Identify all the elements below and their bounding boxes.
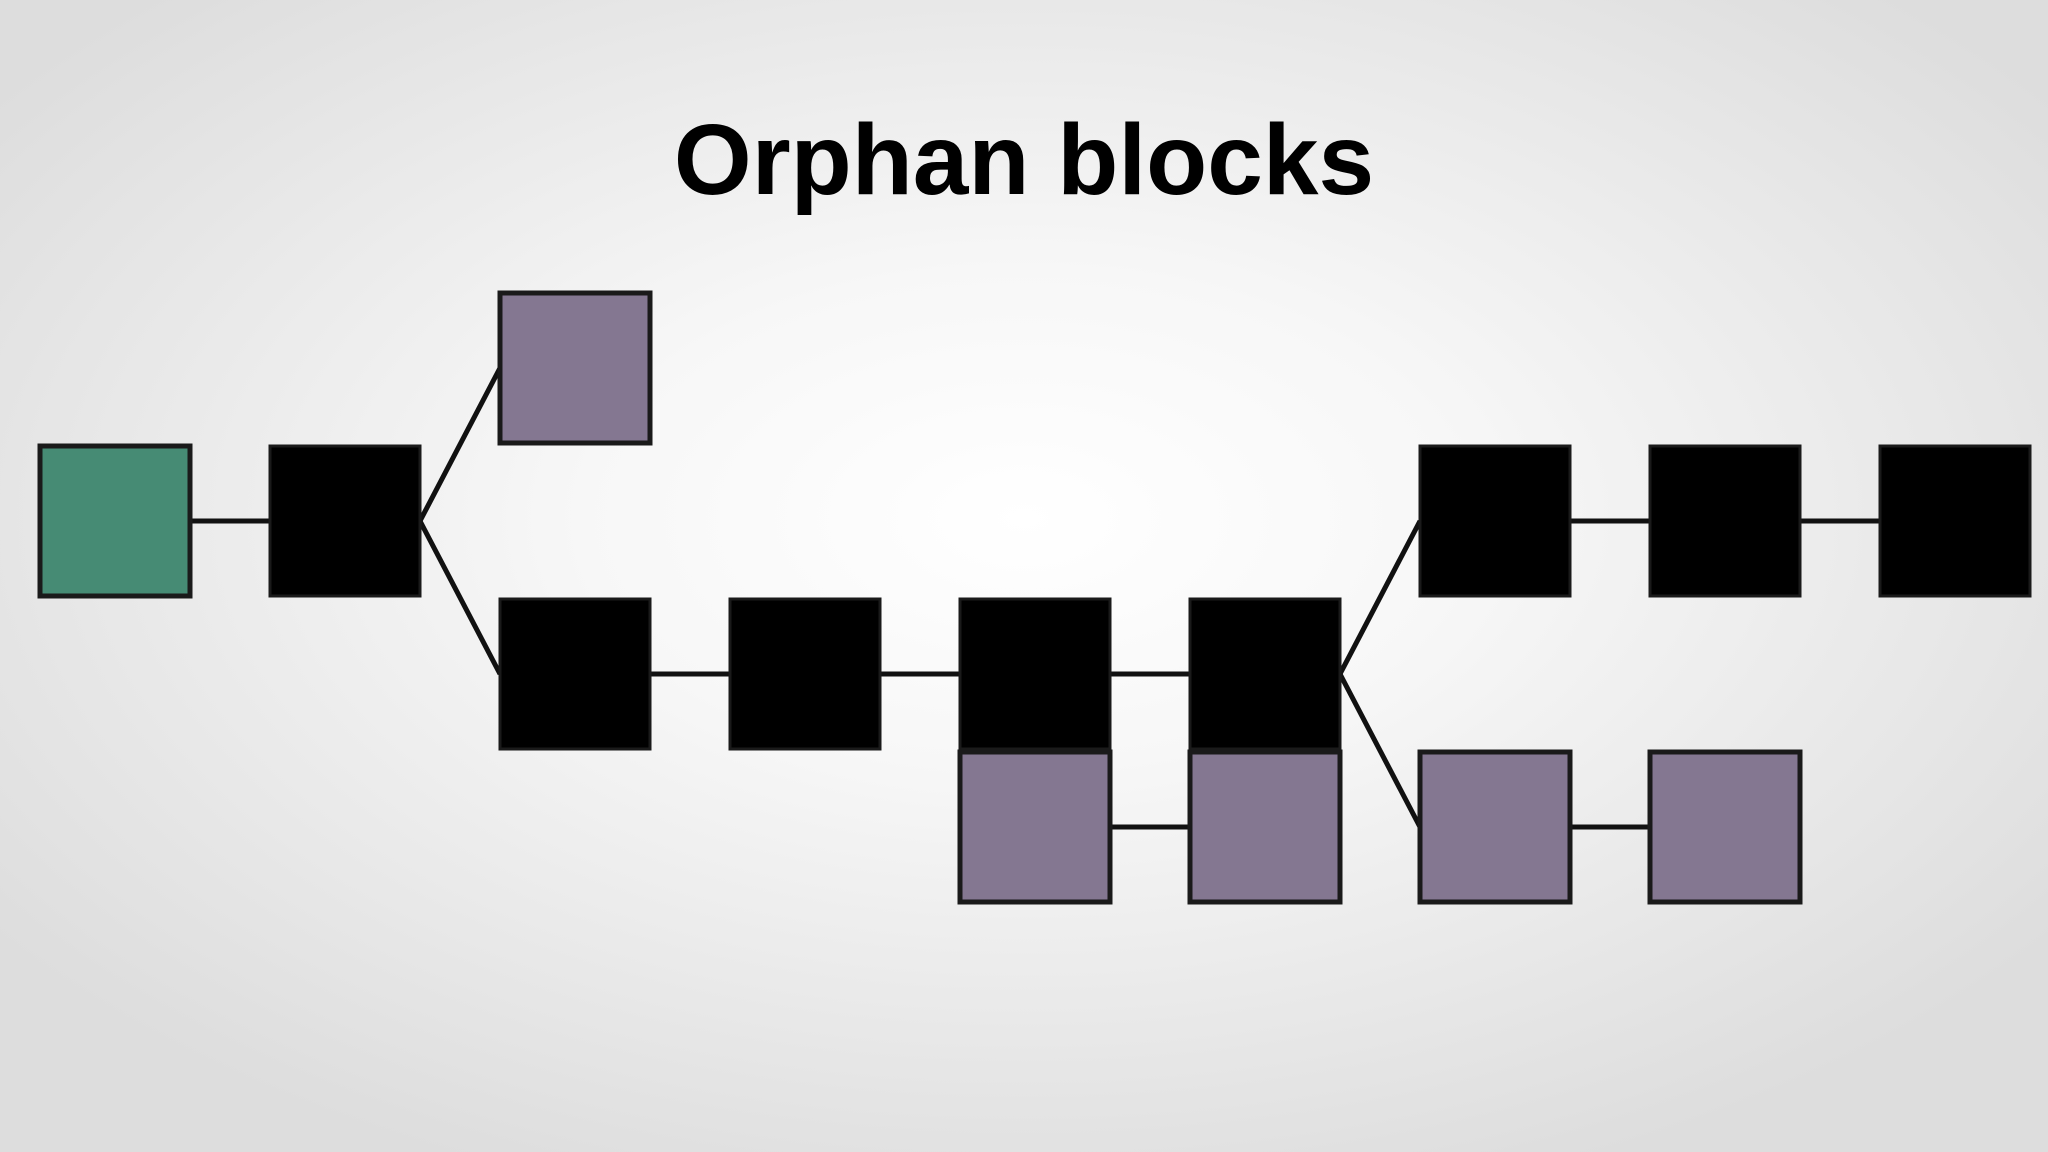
slide-title: Orphan blocks (673, 104, 1375, 216)
main-chain-block-block-3 (498, 597, 652, 751)
main-chain-block-block-9 (1878, 444, 2032, 598)
genesis-block-genesis (37, 443, 193, 599)
orphan-block-orphan-c2 (1647, 749, 1803, 905)
main-chain-block-block-4 (728, 597, 882, 751)
main-chain-block-block-6 (1188, 597, 1342, 751)
main-chain-block-block-5 (958, 597, 1112, 751)
main-chain-block-block-2 (268, 444, 422, 598)
link-block-6-to-orphan-c1 (1337, 672, 1423, 829)
main-chain-block-block-8 (1648, 444, 1802, 598)
orphan-block-orphan-c1 (1417, 749, 1573, 905)
main-chain-block-block-7 (1418, 444, 1572, 598)
orphan-block-orphan-b2 (1187, 749, 1343, 905)
link-block-2-to-orphan-a (417, 366, 503, 523)
connector-lines (190, 366, 1880, 830)
orphan-block-orphan-a (497, 290, 653, 446)
orphan-block-orphan-b1 (957, 749, 1113, 905)
blocks (37, 290, 2032, 905)
link-block-6-to-block-7 (1337, 519, 1423, 676)
link-block-2-to-block-3 (417, 519, 503, 676)
